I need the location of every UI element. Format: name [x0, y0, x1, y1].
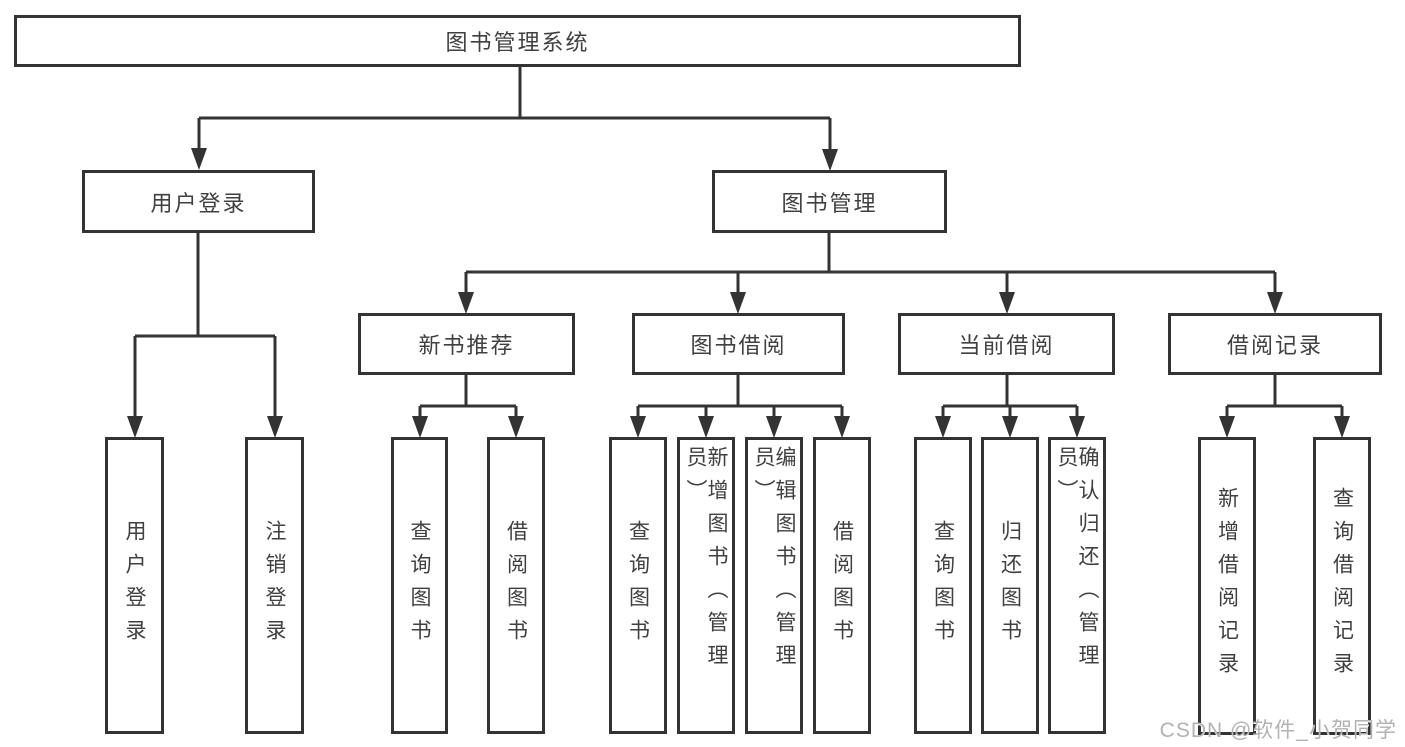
node-leaf-edit-books-admin: 编辑图书（管理员）	[745, 437, 803, 734]
node-leaf-add-borrow-record: 新增借阅记录	[1198, 437, 1256, 735]
node-leaf-query-books-current: 查询图书	[914, 437, 972, 734]
node-leaf-query-books-borrow: 查询图书	[609, 437, 667, 734]
node-current-borrow: 当前借阅	[898, 313, 1115, 375]
node-leaf-add-books-admin: 新增图书（管理员）	[677, 437, 735, 734]
node-new-book-recommend: 新书推荐	[358, 313, 575, 375]
node-leaf-user-login: 用户登录	[105, 437, 164, 734]
node-leaf-query-books-recommend: 查询图书	[391, 437, 448, 734]
node-leaf-return-books: 归还图书	[981, 437, 1039, 734]
node-borrow-records: 借阅记录	[1168, 313, 1382, 375]
node-leaf-query-borrow-record: 查询借阅记录	[1313, 437, 1371, 735]
node-book-management: 图书管理	[712, 170, 947, 233]
node-library-management-system: 图书管理系统	[14, 15, 1021, 67]
node-leaf-confirm-return-admin: 确认归还（管理员）	[1048, 437, 1106, 734]
node-user-login: 用户登录	[82, 170, 315, 233]
node-book-borrow: 图书借阅	[632, 313, 845, 375]
csdn-watermark: CSDN @软件_小贺同学	[1159, 719, 1397, 742]
node-leaf-borrow-books: 借阅图书	[813, 437, 871, 734]
node-leaf-logout: 注销登录	[245, 437, 304, 734]
node-leaf-borrow-books-recommend: 借阅图书	[487, 437, 545, 734]
